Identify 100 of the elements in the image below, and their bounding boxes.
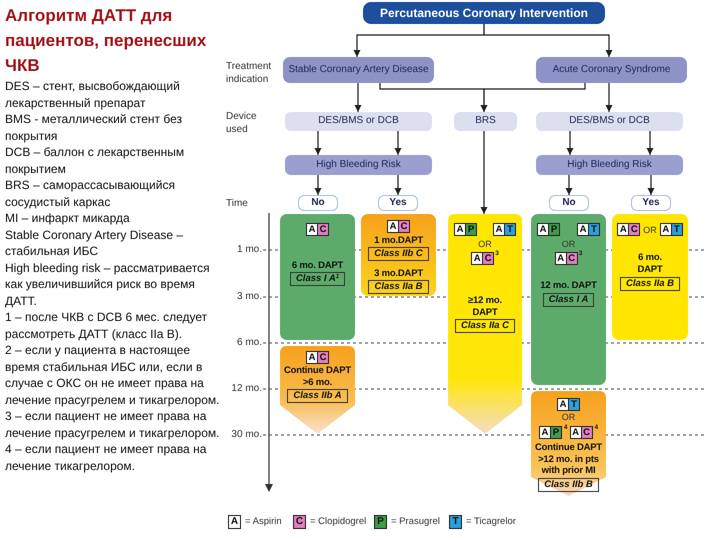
axis-tick-label: 1 mo. <box>236 243 262 256</box>
row-heading: Device used <box>226 110 258 136</box>
treatment-box <box>361 214 436 296</box>
arrow <box>314 175 322 195</box>
legend-text: = Aspirin <box>245 515 282 529</box>
definition-text: 3 – если пациент не имеет права на лечение прасугрелем и тикагрелором. <box>5 408 220 441</box>
class-recommendation: Class IIb B <box>538 478 599 492</box>
risk-box <box>285 155 432 175</box>
axis-tick-label: 6 mo. <box>236 336 262 349</box>
duration-text: 6 mo. DAPT <box>292 260 344 272</box>
class-recommendation: Class IIb C <box>368 247 429 261</box>
axis-tick-label: 30 mo. <box>230 428 262 441</box>
indication-box <box>283 57 434 83</box>
arrow <box>480 131 488 214</box>
box-label: Stable Coronary Artery Disease <box>288 64 429 76</box>
definition-text: DES – стент, высвобождающий лекарственный препарат <box>5 78 181 111</box>
box-label: No <box>311 196 325 210</box>
box-label: DES/BMS or DCB <box>569 115 650 128</box>
drug-letter: A <box>454 223 466 236</box>
axis-tick-label: 12 mo. <box>230 382 262 395</box>
or-label: OR <box>562 412 576 422</box>
treatment-box <box>280 214 355 340</box>
definition-text: MI – инфаркт микарда <box>5 210 131 226</box>
box-label: Yes <box>389 196 407 210</box>
arrow-treatment-box <box>531 391 606 496</box>
drug-letter: T <box>504 223 516 236</box>
box-label: High Bleeding Risk <box>316 158 401 172</box>
drug-letter: A <box>617 223 630 236</box>
drug-letter: C <box>580 426 592 439</box>
branch-box <box>549 195 589 211</box>
row-heading: Treatment indication <box>226 60 272 86</box>
process-box <box>363 2 605 24</box>
drug-letter: C <box>398 220 410 233</box>
box-label: No <box>562 196 576 210</box>
definition-text: 1 – после ЧКВ с DCB 6 мес. следует рассмотреть ДАТТ (класс IIa B). <box>5 309 208 342</box>
definition-text: 2 – если у пациента в настоящее время стабильная ИБС или, если в случае с ОКС он не имеет права на лечение прасугрелем и тикагрелором. <box>5 342 220 408</box>
axis-title: Time <box>226 197 248 210</box>
legend-text: = Ticagrelor <box>466 515 516 529</box>
indication-box <box>536 57 687 83</box>
arrow <box>606 83 612 112</box>
drug-letter: C <box>317 351 329 364</box>
definition-text: Stable Coronary Artery Disease – стабильная ИБС <box>5 226 184 260</box>
device-box <box>454 112 517 131</box>
drug-letter: C <box>317 223 329 236</box>
drug-letter: T <box>588 223 600 236</box>
arrow-treatment-box <box>280 346 355 434</box>
duration-text: ≥12 mo. DAPT <box>467 295 503 318</box>
box-label: Percutaneous Coronary Intervention <box>380 6 588 20</box>
definition-text: 4 – если пациент не имеет права на лечение тикагрелором. <box>5 441 208 474</box>
class-recommendation: Class I A <box>542 293 594 307</box>
arrow <box>314 131 322 155</box>
drug-letter: C <box>628 223 640 236</box>
or-label: OR <box>562 239 576 249</box>
box-label: Yes <box>642 196 660 210</box>
class-recommendation: Class IIa B <box>620 277 680 291</box>
drug-letter: P <box>550 426 562 439</box>
drug-letter: C <box>566 252 578 265</box>
drug-letter: P <box>465 223 477 236</box>
drug-letter: A <box>570 426 582 439</box>
arrow-treatment-box <box>448 214 522 434</box>
page-title: Алгоритм ДАТТ для пациентов, перенесших ЧКВ <box>5 5 208 77</box>
drug-letter: T <box>670 223 683 236</box>
drug-letter: A <box>554 252 567 265</box>
device-box <box>536 112 683 131</box>
class-recommendation: Class I A$^{1}$ <box>290 272 346 286</box>
drug-letter: A <box>471 252 484 265</box>
legend-text: = Prasugrel <box>391 515 440 529</box>
class-recommendation: Class IIb A <box>287 389 348 403</box>
arrow <box>646 131 654 155</box>
drug-letter: T <box>568 398 580 411</box>
device-box <box>285 112 432 131</box>
drug-letter: A <box>660 223 672 236</box>
drug-letter: A <box>387 220 399 233</box>
definition-text: BMS - металлический стент без покрытия <box>5 111 183 144</box>
duration-text: 12 mo. DAPT <box>540 280 597 292</box>
duration-text: Continue DAPT >6 mo. <box>282 365 352 388</box>
legend-text: = Clopidogrel <box>310 515 366 529</box>
drug-letter: A <box>537 223 549 236</box>
box-label: High Bleeding Risk <box>567 158 652 172</box>
arrow <box>566 131 574 155</box>
drug-letter: A <box>577 223 589 236</box>
class-recommendation: Class IIa C <box>454 319 516 333</box>
definition-text: BRS – саморассасывающийся сосудистый каркас <box>5 177 176 210</box>
duration-text: 6 mo. DAPT <box>636 252 664 275</box>
box-label: DES/BMS or DCB <box>318 115 399 128</box>
treatment-box <box>531 214 606 385</box>
box-label: BRS <box>475 115 496 128</box>
or-label: OR <box>478 239 492 249</box>
drug-letter: A <box>493 223 505 236</box>
drug-letter: P <box>377 517 384 528</box>
drug-letter: T <box>452 517 459 528</box>
duration-text: 3 mo.DAPT <box>374 268 423 280</box>
axis-tick-label: 3 mo. <box>236 290 262 303</box>
arrow <box>648 175 654 195</box>
class-recommendation: Class IIa B <box>368 280 429 294</box>
arrow <box>566 175 572 195</box>
branch-box <box>631 195 671 211</box>
treatment-box <box>612 214 688 340</box>
drug-letter: P <box>548 223 560 236</box>
drug-letter: A <box>306 223 318 236</box>
